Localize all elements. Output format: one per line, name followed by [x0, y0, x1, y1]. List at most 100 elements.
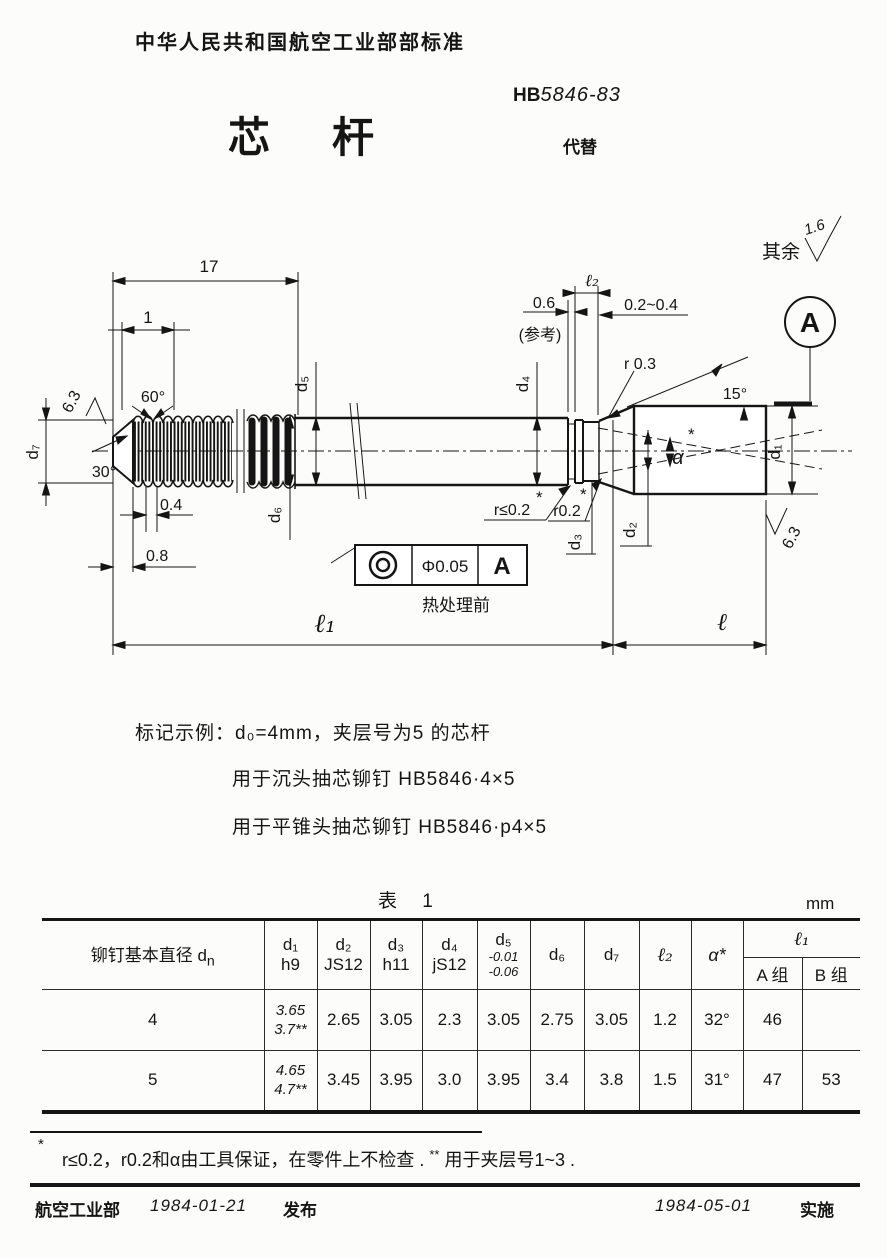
roughness-mark-right	[765, 507, 788, 536]
col-header-d5: d₅-0.01-0.06	[476, 919, 531, 990]
arrow	[596, 288, 611, 298]
angle-60-label: 60°	[141, 389, 165, 406]
marking-example-line1: 标记示例：d₀=4mm，夹层号为5 的芯杆	[135, 723, 491, 744]
arrow	[100, 562, 115, 572]
alpha-line-2	[597, 429, 823, 475]
arrow	[285, 414, 295, 429]
angle-15-label: 15°	[723, 386, 747, 403]
arrow	[711, 363, 723, 377]
head-outline	[632, 404, 768, 496]
rib-crests-bottom	[246, 480, 296, 489]
arrow	[285, 276, 300, 286]
cell-d2: 3.45	[316, 1050, 371, 1112]
cell-l1-a: 46	[742, 989, 803, 1051]
arrow	[787, 481, 797, 496]
d1-label: d₁	[765, 444, 784, 459]
arrow	[532, 472, 542, 487]
alpha-star: *	[688, 425, 695, 444]
dim-17-label: 17	[200, 257, 219, 276]
qiyu-value: 1.6	[802, 216, 828, 239]
cell-l1-b: 53	[801, 1050, 860, 1112]
d5-label: d₅	[292, 376, 311, 392]
concentricity-icon-inner	[375, 557, 391, 573]
arrow	[591, 477, 603, 492]
arrow	[153, 408, 165, 420]
tolerance-value: Φ0.05	[422, 557, 469, 576]
arrow	[598, 310, 613, 320]
d3-label: d₃	[565, 534, 584, 550]
col-header-l1: ℓ₁	[742, 919, 860, 958]
alpha-line-1	[597, 427, 823, 470]
col-header-d6: d₆	[529, 919, 585, 990]
roughness-mark-left	[85, 396, 107, 425]
l-label: ℓ	[717, 608, 727, 636]
cell-l2: 1.5	[638, 1050, 692, 1112]
arrow	[643, 430, 653, 445]
arrow	[140, 408, 152, 420]
datum-a-label: A	[800, 307, 820, 338]
surface-finish-symbol	[804, 215, 842, 263]
heat-treatment-note: 热处理前	[422, 596, 490, 615]
cell-d7: 3.8	[583, 1050, 640, 1112]
cell-l1-b	[801, 989, 860, 1051]
col-header-basic-diameter: 铆钉基本直径 dn	[42, 919, 265, 990]
arrow	[133, 510, 148, 520]
arrow	[555, 307, 570, 317]
arrow	[643, 457, 653, 472]
col-header-d7: d₇	[583, 919, 640, 990]
footnote-text-2: 用于夹层号1~3 .	[444, 1150, 576, 1170]
cell-d2: 2.65	[316, 989, 371, 1051]
marking-example-line2: 用于沉头抽芯铆钉 HB5846·4×5	[232, 769, 516, 790]
dim-04-label: 0.4	[160, 497, 182, 514]
cell-d6: 2.75	[529, 989, 585, 1051]
table-caption: 表 1	[378, 891, 443, 912]
roughness-63-right-label: 6.3	[779, 524, 804, 552]
shaft-break-line-1	[349, 402, 360, 500]
cell-alpha: 32°	[690, 989, 744, 1051]
col-header-l1-group-b: B 组	[801, 957, 860, 990]
arrow	[665, 436, 675, 451]
footer-issue-date: 1984-01-21	[150, 1196, 247, 1215]
rle02-star: *	[536, 488, 543, 507]
footer-publish-label: 发布	[283, 1201, 317, 1220]
footer-issuer: 航空工业部	[35, 1201, 120, 1220]
arrow	[665, 453, 675, 468]
rle02-label: r≤0.2	[494, 502, 530, 519]
qiyu-label: 其余	[762, 241, 800, 263]
arrow	[573, 307, 588, 317]
roughness-63-left-label: 6.3	[59, 388, 84, 416]
frame-leader	[330, 546, 357, 564]
footnote-star: *	[38, 1136, 44, 1153]
arrow	[111, 640, 126, 650]
d6-label: d₆	[265, 507, 284, 523]
cell-d6: 3.4	[529, 1050, 585, 1112]
arrow	[111, 276, 126, 286]
footnote-text-1: r≤0.2，r0.2和α由工具保证，在零件上不检查 .	[62, 1150, 425, 1170]
arrow	[532, 416, 542, 431]
d7-label: d₇	[23, 444, 42, 459]
arrow	[739, 406, 749, 421]
standard-number: HB5846-83	[513, 84, 621, 107]
arrow	[612, 640, 627, 650]
cell-d5: 3.95	[476, 1050, 531, 1112]
footer-impl-date: 1984-05-01	[655, 1196, 752, 1215]
col-header-alpha: α*	[690, 919, 744, 990]
standard-num: 5846-83	[540, 84, 621, 106]
head-cone-bottom	[598, 480, 635, 496]
arrow	[311, 472, 321, 487]
ref-note-label: (参考)	[519, 326, 562, 344]
thread-crests-bottom	[132, 479, 234, 488]
d4-label: d₄	[513, 376, 532, 392]
cell-d3: 3.95	[369, 1050, 423, 1112]
page-title: 芯杆	[228, 114, 437, 161]
cell-l2: 1.2	[638, 989, 692, 1051]
arrow	[558, 485, 572, 496]
shaft-break-line-2	[356, 402, 367, 500]
